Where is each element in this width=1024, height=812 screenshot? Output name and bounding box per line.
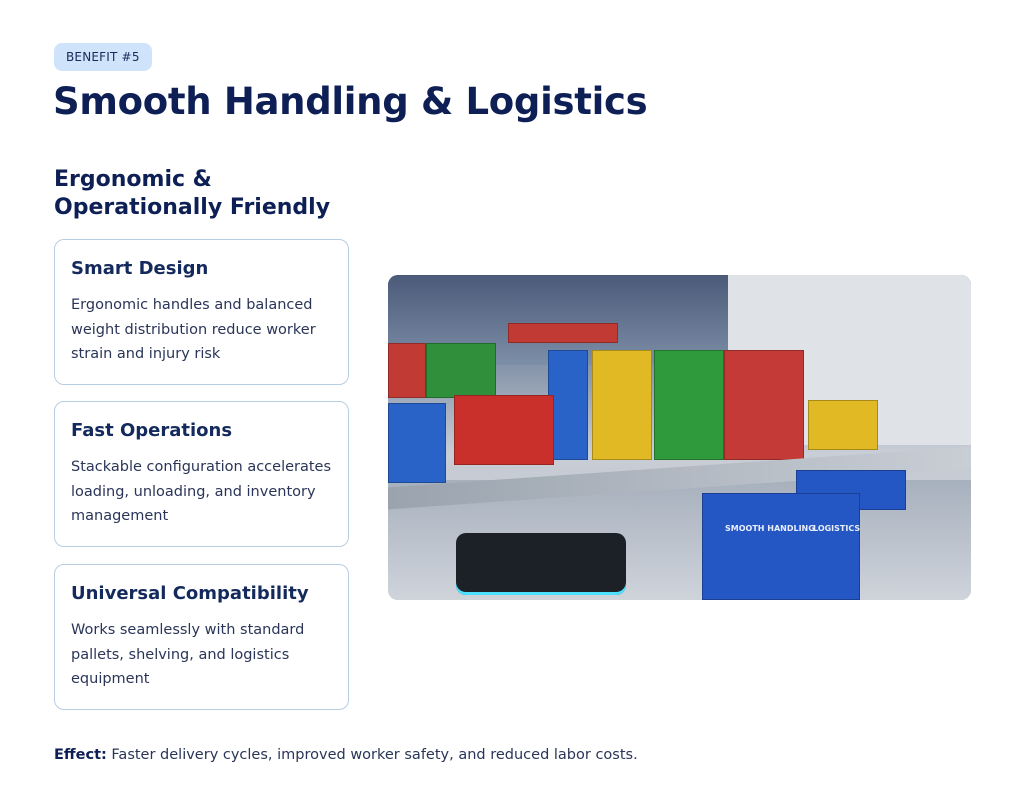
warehouse-photo: SMOOTH HANDLING LOGISTICS (388, 275, 971, 600)
crate (508, 323, 618, 343)
crate (808, 400, 878, 450)
crate (724, 350, 804, 460)
card-body: Stackable configuration accelerates load… (71, 459, 332, 524)
card-fast-operations: Fast Operations Stackable configuration … (54, 401, 349, 547)
card-title: Fast Operations (71, 420, 233, 441)
crate-label: LOGISTICS (813, 524, 861, 533)
card-body: Ergonomic handles and balanced weight di… (71, 297, 316, 362)
card-title: Universal Compatibility (71, 583, 309, 604)
effect-text: Faster delivery cycles, improved worker … (106, 747, 638, 763)
crate (548, 350, 588, 460)
section-subtitle: Ergonomic & Operationally Friendly (54, 167, 331, 220)
benefit-badge: BENEFIT #5 (54, 43, 152, 71)
crate (592, 350, 652, 460)
crate (388, 403, 446, 483)
card-title: Smart Design (71, 258, 209, 279)
effect-statement: Effect: Faster delivery cycles, improved… (54, 747, 638, 763)
crate (654, 350, 724, 460)
effect-label: Effect: (54, 747, 107, 763)
card-body: Works seamlessly with standard pallets, … (71, 622, 305, 687)
card-smart-design: Smart Design Ergonomic handles and balan… (54, 239, 349, 385)
crate (454, 395, 554, 465)
crate-front: SMOOTH HANDLING LOGISTICS (702, 493, 860, 600)
crate (388, 343, 426, 398)
card-universal-compatibility: Universal Compatibility Works seamlessly… (54, 564, 349, 710)
agv-robot (456, 533, 626, 595)
page-title: Smooth Handling & Logistics (53, 80, 648, 123)
crate-label: SMOOTH HANDLING (725, 524, 815, 533)
crate (426, 343, 496, 398)
